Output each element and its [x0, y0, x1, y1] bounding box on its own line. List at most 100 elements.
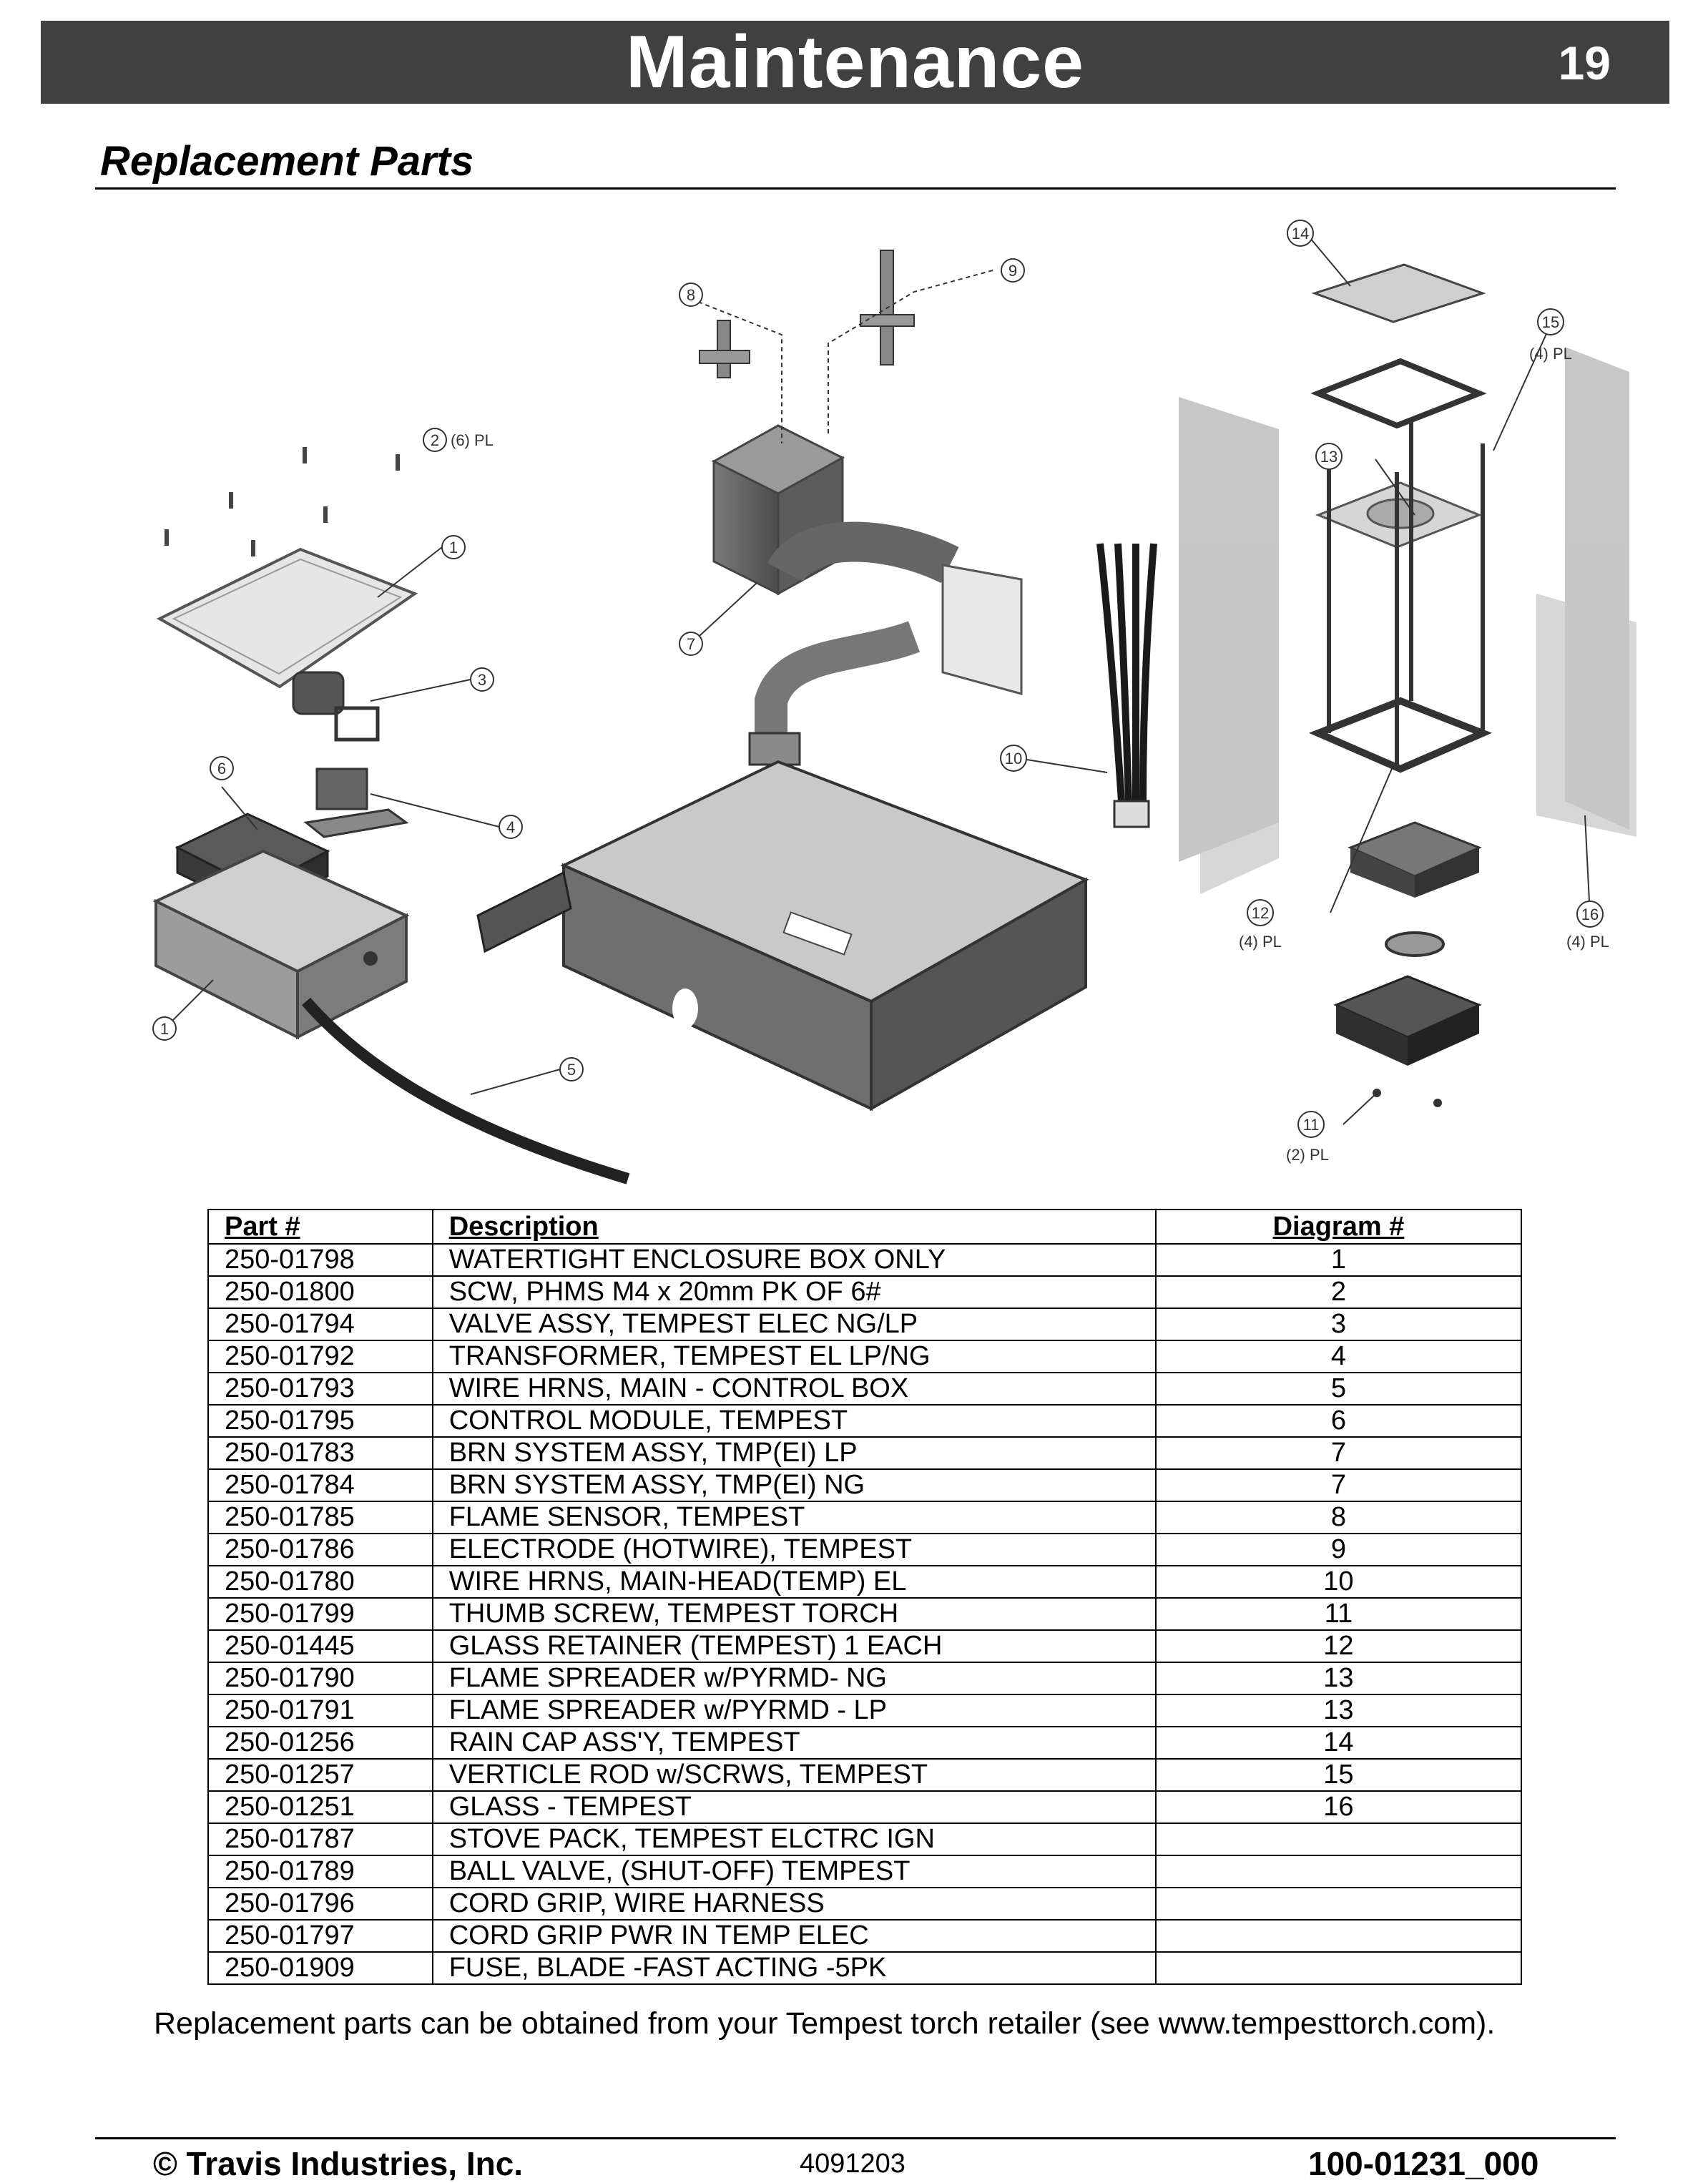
page-title: Maintenance [626, 21, 1084, 104]
section-divider [95, 187, 1616, 190]
part-number-cell: 250-01789 [207, 1855, 433, 1888]
callout-11: 11(2) PL [1286, 1111, 1329, 1164]
description-cell: WIRE HRNS, MAIN-HEAD(TEMP) EL [431, 1565, 1157, 1599]
callout-1-upper: 1 [441, 535, 466, 559]
svg-text:1: 1 [160, 1020, 169, 1038]
callout-16: 16 (4) PL [1566, 901, 1609, 951]
diagram-number-cell: 10 [1154, 1565, 1523, 1599]
description-cell: STOVE PACK, TEMPEST ELCTRC IGN [431, 1823, 1157, 1856]
diagram-number-cell: 7 [1154, 1436, 1523, 1470]
callout-2: 2(6) PL [423, 428, 494, 452]
part-number-cell: 250-01799 [207, 1597, 433, 1631]
diagram-number-cell: 15 [1154, 1758, 1523, 1792]
svg-text:1: 1 [449, 539, 458, 556]
description-cell: BRN SYSTEM ASSY, TMP(EI) NG [431, 1468, 1157, 1502]
svg-text:5: 5 [567, 1061, 576, 1079]
svg-text:13: 13 [1320, 448, 1338, 466]
part-number-cell: 250-01780 [207, 1565, 433, 1599]
svg-text:9: 9 [1008, 262, 1017, 280]
svg-text:14: 14 [1292, 225, 1309, 242]
diagram-number-cell [1154, 1951, 1523, 1985]
description-cell: WATERTIGHT ENCLOSURE BOX ONLY [431, 1243, 1157, 1277]
glass-panel-shape [1179, 347, 1636, 894]
part-number-cell: 250-01790 [207, 1662, 433, 1695]
callout-14: 14 [1287, 220, 1314, 247]
transformer-shape [303, 767, 409, 838]
part-number-cell: 250-01796 [207, 1887, 433, 1920]
svg-text:3: 3 [478, 671, 486, 689]
svg-text:16: 16 [1581, 906, 1599, 923]
diagram-number-cell: 13 [1154, 1662, 1523, 1695]
description-cell: GLASS - TEMPEST [431, 1790, 1157, 1824]
footer-code: 4091203 [800, 2149, 905, 2179]
part-number-cell: 250-01785 [207, 1501, 433, 1534]
part-number-cell: 250-01792 [207, 1340, 433, 1373]
part-number-cell: 250-01257 [207, 1758, 433, 1792]
diagram-number-cell: 13 [1154, 1694, 1523, 1727]
table-header-row: Part # Description Diagram # [207, 1209, 1523, 1245]
diagram-number-cell: 5 [1154, 1372, 1523, 1406]
page-number: 19 [1558, 36, 1611, 89]
description-cell: FLAME SPREADER w/PYRMD- NG [431, 1662, 1157, 1695]
wire-harness-shape [301, 997, 630, 1184]
description-cell: CORD GRIP, WIRE HARNESS [431, 1887, 1157, 1920]
diagram-number-cell [1154, 1855, 1523, 1888]
part-number-cell: 250-01793 [207, 1372, 433, 1406]
burner-head-shape [1333, 821, 1482, 1066]
description-cell: TRANSFORMER, TEMPEST EL LP/NG [431, 1340, 1157, 1373]
diagram-number-cell [1154, 1887, 1523, 1920]
diagram-number-cell: 1 [1154, 1243, 1523, 1277]
part-number-cell: 250-01251 [207, 1790, 433, 1824]
part-number-cell: 250-01800 [207, 1275, 433, 1309]
header-bar: Maintenance 19 [41, 21, 1669, 104]
diagram-number-cell: 4 [1154, 1340, 1523, 1373]
callout-9: 9 [1001, 258, 1025, 283]
burner-assembly-shape [711, 424, 1023, 766]
svg-text:(4) PL: (4) PL [1529, 345, 1572, 363]
description-cell: BRN SYSTEM ASSY, TMP(EI) LP [431, 1436, 1157, 1470]
svg-text:7: 7 [687, 635, 695, 653]
callout-13: 13 [1315, 443, 1343, 470]
part-number-cell: 250-01256 [207, 1726, 433, 1760]
callout-7: 7 [679, 632, 703, 656]
vertical-rod-shape [1327, 422, 1485, 769]
description-cell: FLAME SENSOR, TEMPEST [431, 1501, 1157, 1534]
description-cell: CORD GRIP PWR IN TEMP ELEC [431, 1919, 1157, 1953]
callout-10: 10 [1000, 745, 1027, 772]
head-wire-harness-shape [1096, 543, 1157, 828]
diagram-number-cell: 2 [1154, 1275, 1523, 1309]
description-cell: WIRE HRNS, MAIN - CONTROL BOX [431, 1372, 1157, 1406]
part-number-cell: 250-01798 [207, 1243, 433, 1277]
callout-markers: 1 1 2(6) PL 3 4 5 6 7 8 9 10 11(2) PL 12… [152, 220, 1609, 1164]
description-cell: SCW, PHMS M4 x 20mm PK OF 6# [431, 1275, 1157, 1309]
part-number-cell: 250-01909 [207, 1951, 433, 1985]
diagram-number-cell: 14 [1154, 1726, 1523, 1760]
thumb-screw-icon [1373, 1089, 1442, 1107]
callout-15: 15 (4) PL [1529, 308, 1572, 363]
svg-text:4: 4 [506, 818, 515, 836]
diagram-number-cell: 11 [1154, 1597, 1523, 1631]
section-title: Replacement Parts [100, 138, 474, 185]
diagram-number-cell [1154, 1919, 1523, 1953]
callout-3: 3 [470, 667, 494, 692]
glass-retainer-shape [1308, 697, 1493, 773]
part-number-cell: 250-01784 [207, 1468, 433, 1502]
svg-text:(4) PL: (4) PL [1566, 933, 1609, 951]
svg-text:15: 15 [1542, 313, 1559, 331]
enclosure-box-shape [152, 849, 410, 1040]
footer-divider [95, 2137, 1616, 2139]
part-number-cell: 250-01445 [207, 1629, 433, 1663]
